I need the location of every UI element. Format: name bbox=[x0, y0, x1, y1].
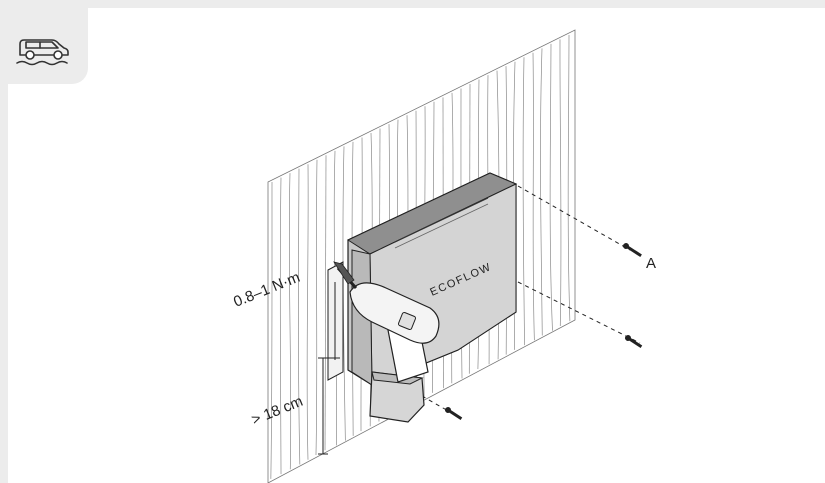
car-on-road-icon bbox=[16, 39, 69, 66]
wood-grain-line bbox=[567, 34, 571, 322]
wood-grain-line bbox=[559, 39, 562, 326]
screw-icon bbox=[623, 243, 642, 258]
wood-grain-line bbox=[298, 168, 301, 465]
height-dimension bbox=[318, 357, 340, 455]
wood-grain-line bbox=[315, 159, 318, 455]
wood-grain-line bbox=[306, 164, 309, 460]
screw-icon bbox=[625, 335, 643, 348]
wood-grain-line bbox=[540, 48, 543, 336]
wood-grain-line bbox=[288, 173, 292, 470]
wood-grain-line bbox=[522, 57, 525, 346]
screw-guides bbox=[414, 185, 641, 413]
wood-grain-line bbox=[532, 52, 535, 341]
wood-grain-line bbox=[549, 43, 553, 331]
wood-grain-line bbox=[279, 177, 282, 475]
mounting-bracket bbox=[327, 261, 344, 381]
screw-icon bbox=[445, 407, 463, 420]
wood-grain-line bbox=[270, 182, 273, 479]
power-drill-icon bbox=[333, 261, 440, 423]
screw-label: A bbox=[646, 255, 656, 272]
